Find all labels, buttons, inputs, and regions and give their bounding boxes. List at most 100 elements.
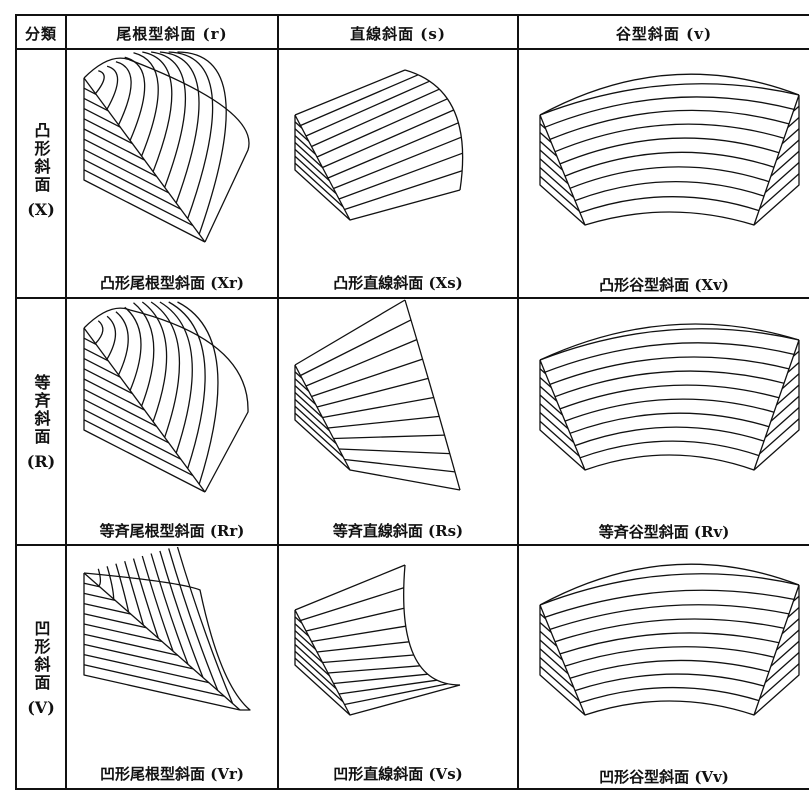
contour-line <box>328 416 439 428</box>
face-stratum <box>295 624 309 637</box>
contour-line <box>84 359 120 378</box>
contour-line <box>84 644 193 669</box>
contour-arc <box>550 357 789 384</box>
caption-rs: 等斉直線斜面 (Rs) <box>279 518 517 542</box>
illustration-vv <box>530 545 809 755</box>
illustration-xs <box>285 50 505 260</box>
table-border-bottom <box>15 788 809 790</box>
caption-xs: 凸形直線斜面 (Xs) <box>279 270 517 294</box>
contour-arc <box>550 605 789 630</box>
illustration-vr <box>70 545 270 755</box>
contour-line <box>328 123 458 178</box>
contour-line <box>345 684 448 705</box>
slope-top-edge <box>295 70 405 115</box>
face-stratum <box>295 658 343 702</box>
row-label-concave: 凹形斜面 (V) <box>15 620 67 717</box>
face-stratum <box>540 150 563 170</box>
contour-arc <box>545 590 794 617</box>
contour-line <box>339 680 437 694</box>
contour-line <box>312 359 423 396</box>
caption-xr: 凸形尾根型斜面 (Xr) <box>67 270 277 294</box>
row-label-uniform-code: (R) <box>27 452 55 471</box>
slope-bottom-edge <box>350 470 460 490</box>
header-straight-slope: 直線斜面 (s) <box>279 20 517 46</box>
row-label-convex-name: 凸形斜面 <box>32 122 51 194</box>
contour-arc <box>555 371 784 397</box>
contour-arc <box>560 633 779 654</box>
contour-arc <box>107 66 118 109</box>
contour-line <box>84 109 120 128</box>
contour-arc <box>169 52 213 219</box>
contour-arc <box>585 701 754 715</box>
face-stratum <box>540 168 574 198</box>
contour-arc <box>540 574 799 605</box>
contour-line <box>323 398 434 418</box>
contour-arc <box>96 71 105 94</box>
contour-arc <box>98 569 100 586</box>
contour-arc <box>169 302 205 469</box>
contour-arc <box>570 660 769 678</box>
contour-line <box>84 665 224 697</box>
caption-xv: 凸形谷型斜面 (Xv) <box>519 272 809 296</box>
row-label-convex: 凸形斜面 (X) <box>15 122 67 219</box>
contour-arc <box>116 62 131 125</box>
contour-line <box>84 624 162 642</box>
row-label-uniform: 等斉斜面 (R) <box>15 374 67 471</box>
valley-top-rim <box>540 74 799 115</box>
contour-line <box>306 608 404 631</box>
header-valley-slope: 谷型斜面 (v) <box>519 20 809 46</box>
face-stratum <box>540 658 574 688</box>
face-stratum <box>540 640 563 660</box>
caption-rv: 等斉谷型斜面 (Rv) <box>519 519 809 543</box>
contour-line <box>323 655 414 663</box>
contour-line <box>334 435 445 438</box>
valley-top-rim <box>540 564 799 605</box>
contour-arc <box>565 152 774 176</box>
contour-arc <box>142 52 172 172</box>
contour-line <box>84 369 132 394</box>
contour-arc <box>570 167 769 188</box>
contour-line <box>312 626 406 641</box>
slope-outline <box>84 58 249 242</box>
face-stratum <box>295 393 323 418</box>
contour-line <box>84 604 131 615</box>
contour-arc <box>178 52 227 234</box>
caption-rr: 等斉尾根型斜面 (Rr) <box>67 518 277 542</box>
slope-right-edge <box>405 300 460 490</box>
contour-line <box>317 642 409 652</box>
illustration-xr <box>70 50 270 260</box>
header-classification: 分類 <box>17 20 65 46</box>
caption-vr: 凹形尾根型斜面 (Vr) <box>67 761 277 785</box>
table-border-top <box>15 14 809 16</box>
contour-arc <box>125 561 144 625</box>
face-stratum <box>540 421 579 456</box>
row-label-concave-code: (V) <box>27 698 55 717</box>
contour-arc <box>575 182 764 201</box>
contour-arc <box>575 427 764 445</box>
contour-arc <box>580 197 759 213</box>
contour-line <box>334 674 428 683</box>
slope-outline <box>84 308 248 492</box>
row-label-uniform-name: 等斉斜面 <box>32 374 51 446</box>
contour-arc <box>585 212 754 225</box>
contour-arc <box>116 312 128 375</box>
face-stratum <box>295 143 323 168</box>
contour-arc <box>134 53 159 156</box>
face-stratum <box>295 413 343 457</box>
contour-line <box>301 588 404 621</box>
contour-arc <box>555 619 784 642</box>
column-divider-3 <box>517 14 519 790</box>
contour-arc <box>545 97 794 127</box>
caption-vs: 凹形直線斜面 (Vs) <box>279 761 517 785</box>
illustration-rs <box>285 300 505 510</box>
contour-line <box>301 75 419 126</box>
contour-line <box>328 666 420 673</box>
contour-line <box>334 137 462 188</box>
contour-line <box>84 98 108 110</box>
contour-arc <box>116 564 129 612</box>
contour-line <box>301 320 411 376</box>
contour-line <box>345 460 455 472</box>
face-stratum <box>540 666 579 701</box>
caption-vv: 凹形谷型斜面 (Vv) <box>519 764 809 788</box>
face-stratum <box>540 413 574 443</box>
